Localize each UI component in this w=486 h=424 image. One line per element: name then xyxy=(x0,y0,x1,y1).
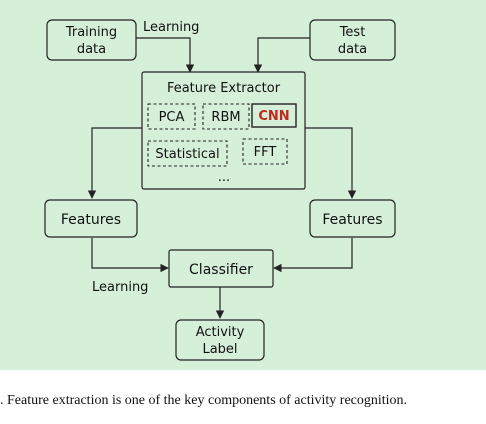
method-rbm: RBM xyxy=(202,103,250,130)
activity-label-line2: Label xyxy=(202,342,237,357)
svg-text:PCA: PCA xyxy=(159,110,185,125)
edge-label-learning-top: Learning xyxy=(143,20,199,35)
edge-extractor-to-features-right xyxy=(305,127,357,199)
edge-test-to-extractor xyxy=(253,37,310,73)
node-activity-label: Activity Label xyxy=(175,319,265,361)
node-test-data: Test data xyxy=(309,19,396,61)
method-fft: FFT xyxy=(242,138,288,165)
method-cnn: CNN xyxy=(251,103,297,128)
node-training-data: Training data xyxy=(46,19,137,61)
edge-features-left-to-classifier xyxy=(91,238,169,273)
test-data-line1: Test xyxy=(339,25,366,40)
training-data-line1: Training xyxy=(65,25,117,40)
edge-extractor-to-features-left xyxy=(87,127,142,199)
svg-text:Features: Features xyxy=(61,212,121,228)
node-features-left: Features xyxy=(44,199,138,238)
svg-text:RBM: RBM xyxy=(211,110,240,125)
edge-features-right-to-classifier xyxy=(273,238,353,273)
node-features-right: Features xyxy=(309,199,396,238)
method-more: ... xyxy=(218,170,230,185)
test-data-line2: data xyxy=(338,42,367,57)
svg-text:Features: Features xyxy=(322,212,382,228)
training-data-line2: data xyxy=(77,42,106,57)
diagram-figure: Learning Learning Training data Test dat… xyxy=(0,0,486,370)
node-classifier: Classifier xyxy=(168,249,274,288)
svg-text:CNN: CNN xyxy=(258,109,289,124)
method-statistical: Statistical xyxy=(147,140,228,167)
edge-training-to-extractor xyxy=(136,37,195,73)
method-pca: PCA xyxy=(147,103,196,130)
node-feature-extractor: Feature Extractor PCA RBM CNN Statistica… xyxy=(141,71,306,190)
figure-caption: . Feature extraction is one of the key c… xyxy=(0,393,408,408)
svg-text:FFT: FFT xyxy=(254,145,277,160)
feature-extractor-title: Feature Extractor xyxy=(167,81,281,96)
svg-text:Classifier: Classifier xyxy=(189,262,253,278)
edge-label-learning-bottom: Learning xyxy=(92,280,148,295)
svg-text:Statistical: Statistical xyxy=(155,147,219,162)
activity-label-line1: Activity xyxy=(196,325,245,340)
